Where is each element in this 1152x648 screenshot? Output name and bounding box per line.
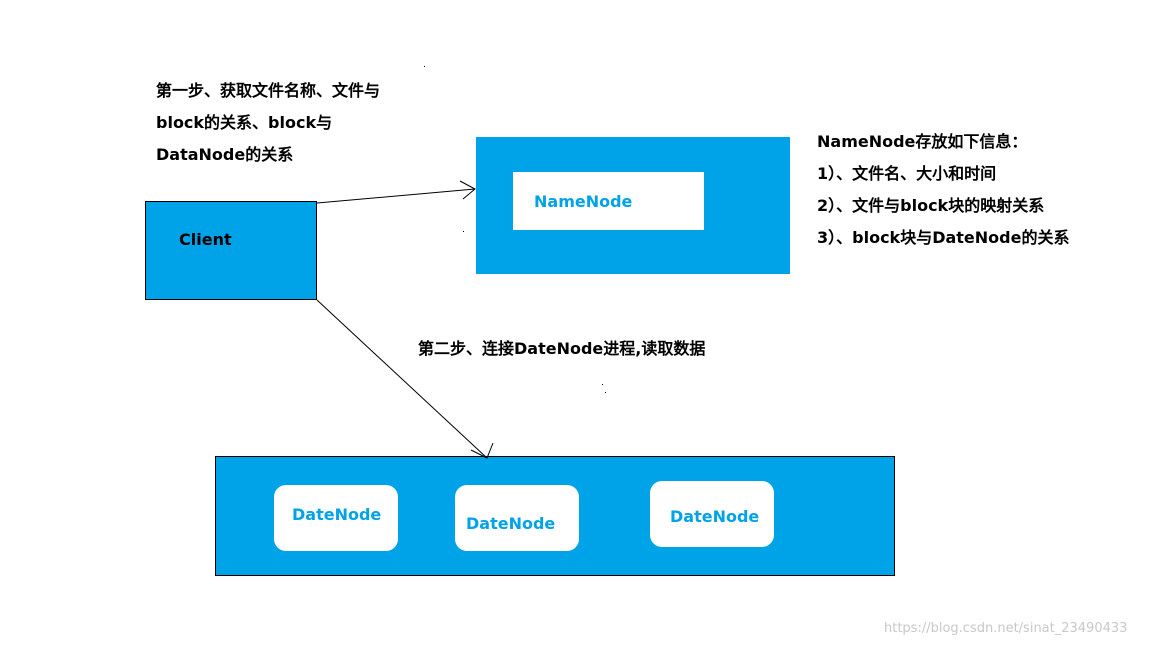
datanode-label-3: DateNode <box>670 507 760 526</box>
namenode-info-item-3: 3）、block块与DateNode的关系 <box>817 228 1070 247</box>
datanode-cluster: DateNode DateNode DateNode <box>215 456 895 576</box>
stray-dot <box>424 66 425 67</box>
namenode-info-title: NameNode存放如下信息： <box>817 132 1028 151</box>
datanode-label-2: DateNode <box>466 514 556 533</box>
client-to-namenode-arrow <box>316 188 476 204</box>
step1-line-1: 第一步、获取文件名称、文件与 <box>156 81 381 100</box>
step2-text: 第二步、连接DateNode进程,读取数据 <box>418 339 706 358</box>
step1-note: 第一步、获取文件名称、文件与 block的关系、block与 DataNode的… <box>156 75 380 171</box>
step1-line-2: block的关系、block与 <box>156 113 333 132</box>
stray-dot <box>602 384 603 385</box>
namenode-info-item-2: 2）、文件与block块的映射关系 <box>817 196 1045 215</box>
client-to-datanode-arrowhead <box>470 442 494 459</box>
client-label: Client <box>179 230 232 249</box>
client-to-datanode-arrow <box>316 299 488 459</box>
namenode-node: NameNode <box>476 137 790 274</box>
datanode-label-1: DateNode <box>292 505 382 524</box>
stray-dot <box>463 231 464 232</box>
client-to-namenode-arrowhead <box>459 180 476 200</box>
client-node: Client <box>145 201 317 300</box>
stray-dot <box>605 392 606 393</box>
datanode-box-1: DateNode <box>274 485 398 551</box>
step2-note: 第二步、连接DateNode进程,读取数据 <box>418 333 705 365</box>
datanode-box-3: DateNode <box>650 481 774 547</box>
watermark: https://blog.csdn.net/sinat_23490433 <box>884 621 1128 636</box>
namenode-inner-box: NameNode <box>513 172 704 230</box>
step1-line-3: DataNode的关系 <box>156 145 294 164</box>
datanode-box-2: DateNode <box>455 485 579 551</box>
namenode-info-item-1: 1）、文件名、大小和时间 <box>817 164 997 183</box>
namenode-label: NameNode <box>534 192 633 211</box>
namenode-info-note: NameNode存放如下信息： 1）、文件名、大小和时间 2）、文件与block… <box>817 126 1069 254</box>
